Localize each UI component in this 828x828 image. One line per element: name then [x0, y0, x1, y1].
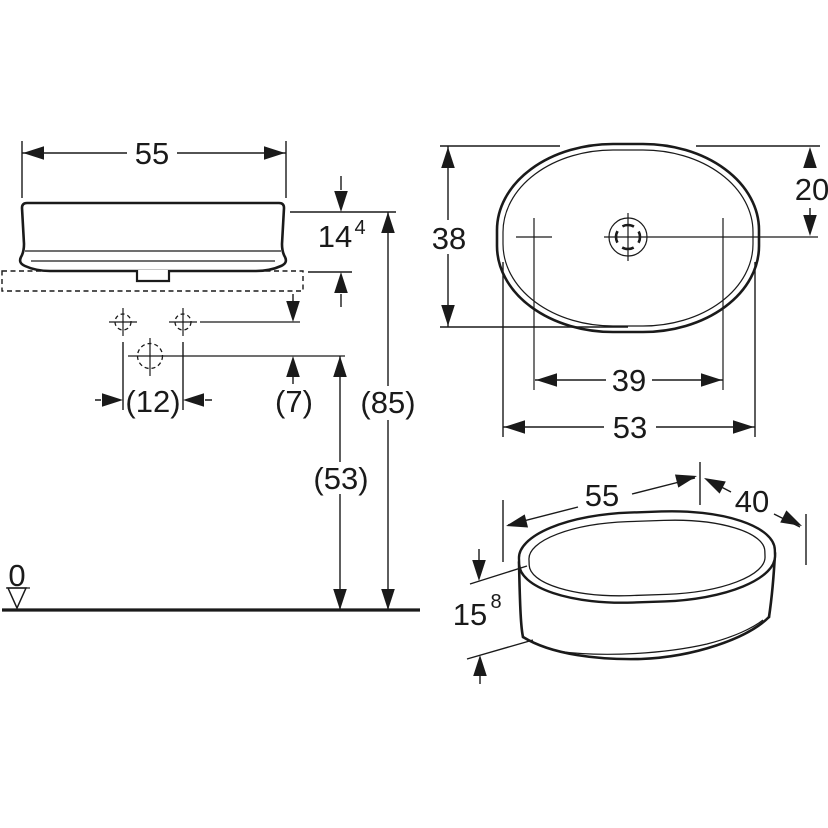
dim-iso-height: 15 8 — [453, 549, 534, 684]
dim-label-rim-height: 14 — [318, 219, 352, 254]
dim-front-rim-from-floor: (85) — [360, 212, 416, 610]
arrowhead — [733, 420, 754, 434]
arrowhead — [700, 471, 726, 494]
iso-view: 55 40 15 8 — [453, 462, 807, 684]
dim-top-hole-spacing: 39 — [535, 363, 723, 398]
arrowhead — [381, 589, 395, 610]
dim-label-front-width: 55 — [135, 136, 169, 171]
arrowhead — [803, 147, 817, 168]
basin-iso-bottom-edge — [521, 615, 771, 661]
arrowhead — [183, 393, 204, 407]
dim-front-hole-spacing: (12) — [95, 342, 212, 419]
floor-datum: 0 — [2, 558, 420, 612]
arrowhead — [780, 510, 806, 533]
dim-iso-width: 55 — [502, 469, 699, 562]
basin-iso-base-ring-line — [555, 619, 764, 655]
arrowhead — [504, 420, 525, 434]
dim-label-iso-depth: 40 — [735, 484, 769, 519]
drain-trap-symbol — [128, 338, 345, 376]
dim-top-drain-from-rear: 20 — [696, 145, 828, 236]
fixing-hole-symbol-right — [169, 308, 197, 336]
dim-front-width: 55 — [21, 136, 287, 198]
arrowhead — [701, 373, 722, 387]
arrowhead — [381, 212, 395, 233]
front-view: 55 14 4 (12) (7) — [1, 136, 420, 612]
arrowhead — [333, 356, 347, 377]
dim-iso-depth: 40 — [699, 462, 807, 565]
basin-iso-outer-rim — [517, 510, 777, 604]
arrowhead — [441, 305, 455, 326]
drain-symbol-top — [608, 213, 648, 261]
fixing-hole-symbol-left — [109, 308, 137, 336]
top-view: 38 20 39 53 — [432, 142, 828, 445]
arrowhead — [441, 147, 455, 168]
dim-front-drain-from-floor: (53) — [313, 356, 369, 610]
dim-label-drain-offset: (7) — [275, 384, 313, 419]
dim-label-top-depth: 38 — [432, 221, 466, 256]
drain-outlet-tab — [135, 270, 171, 283]
arrowhead — [504, 514, 529, 533]
basin-top-inner-rim — [502, 149, 754, 327]
arrowhead — [264, 146, 285, 160]
dim-label-iso-height: 15 — [453, 597, 487, 632]
arrowhead — [286, 301, 300, 322]
dim-front-drain-offset: (7) — [275, 294, 313, 419]
dim-label-hole-spacing: (12) — [125, 384, 180, 419]
arrowhead — [333, 589, 347, 610]
dim-top-depth: 38 — [432, 145, 628, 328]
arrowhead — [803, 215, 817, 236]
basin-iso-inner-rim — [528, 519, 766, 597]
basin-iso-left-wall-edge — [517, 560, 525, 639]
basin-front-outline — [18, 201, 288, 273]
arrowhead — [286, 356, 300, 377]
dim-label-rim-height-superscript: 4 — [354, 217, 365, 239]
dim-label-iso-width: 55 — [585, 478, 619, 513]
dim-label-rim-from-floor: (85) — [360, 385, 415, 420]
dim-label-top-inner-width: 53 — [613, 410, 647, 445]
datum-triangle-icon — [6, 587, 28, 610]
arrowhead — [102, 393, 123, 407]
dim-label-top-hole-spacing: 39 — [612, 363, 646, 398]
arrowhead — [473, 655, 487, 676]
datum-zero-label: 0 — [8, 558, 25, 593]
dim-label-iso-height-superscript: 8 — [490, 591, 501, 613]
dim-front-rim-height: 14 4 — [290, 176, 396, 307]
dim-label-drain-from-rear: 20 — [795, 172, 828, 207]
arrowhead — [334, 272, 348, 293]
dim-label-drain-from-floor: (53) — [313, 461, 368, 496]
arrowhead — [23, 146, 44, 160]
arrowhead — [334, 191, 348, 212]
dim-top-inner-width: 53 — [502, 262, 756, 445]
arrowhead — [536, 373, 557, 387]
arrowhead — [472, 560, 486, 581]
